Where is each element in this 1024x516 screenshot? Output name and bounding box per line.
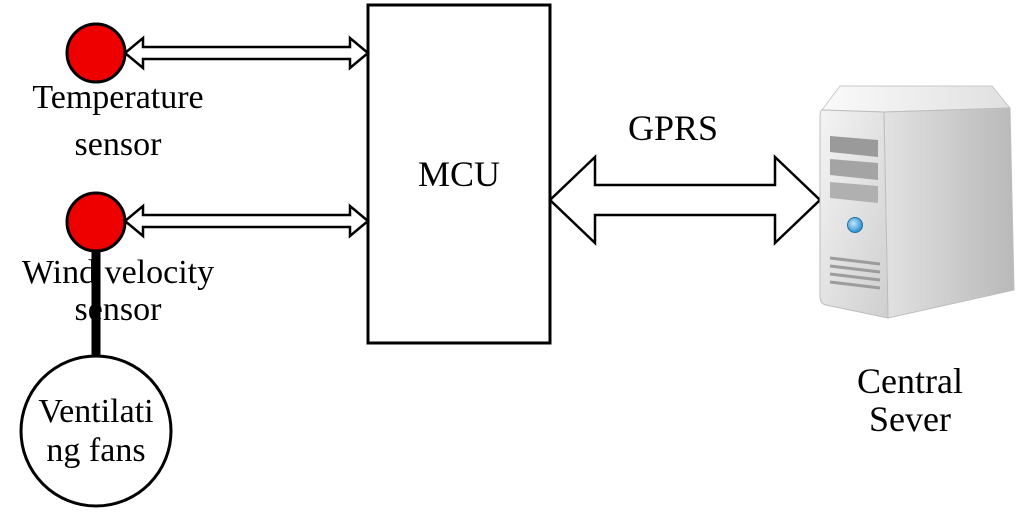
temperature-mcu-arrow <box>123 35 370 71</box>
temperature-sensor-label-line1: Temperature <box>32 79 203 116</box>
fans-label-line2: ng fans <box>46 432 145 469</box>
wind-sensor-label-line1: Wind velocity <box>22 254 214 291</box>
fans-label-line1: Ventilati <box>38 393 153 430</box>
temperature-sensor-label-line2: sensor <box>75 126 163 163</box>
server-label-line2: Sever <box>869 399 951 439</box>
ventilating-fans-node <box>19 354 173 508</box>
temperature-sensor-node <box>65 22 127 84</box>
gprs-label: GPRS <box>628 108 718 148</box>
wind-mcu-arrow <box>123 203 370 239</box>
mcu-label: MCU <box>418 154 500 194</box>
gprs-double-arrow <box>548 154 822 246</box>
wind-sensor-label-line2: sensor <box>75 291 163 328</box>
mcu-box <box>366 3 552 345</box>
server-label-line1: Central <box>857 361 963 401</box>
wind-sensor-node <box>65 191 127 253</box>
server-tower-icon <box>819 85 1015 319</box>
